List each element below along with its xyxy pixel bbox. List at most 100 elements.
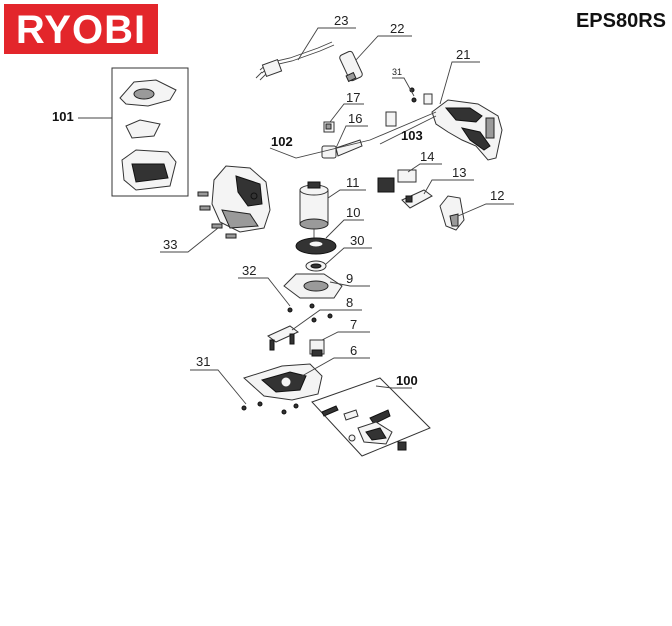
clamp-pin [369,409,391,425]
callout-31-bottom: 31 [196,354,210,369]
callout-10: 10 [346,205,360,220]
part-14-switch [377,169,417,193]
part-32-screws [287,303,333,323]
screw-31-a [241,405,247,411]
callout-17: 17 [346,90,360,105]
part-21-housing-half [431,99,503,161]
part-23-power-cord [255,41,335,81]
part-103-bracket [379,111,437,145]
screw-b [411,97,417,103]
leader-17 [329,103,364,123]
clamp-body-detail [365,427,387,441]
part-31-small-screws-top [409,87,433,105]
screw-32-d [309,303,315,309]
ryobi-logo: RYOBI [4,4,158,54]
part-101-frame [111,67,189,197]
plug-body [261,58,283,78]
callout-102: 102 [271,134,293,149]
callout-103: 103 [401,128,423,143]
clamp-knob [397,441,407,451]
motor-housing-inner [131,163,169,183]
part-9-base-plate [283,273,343,299]
screw-31-c [281,409,287,415]
body-vents [221,209,259,229]
part-7-foot [309,339,325,357]
callout-9: 9 [346,271,353,286]
plug-pin [255,71,263,79]
bracket-wire [379,115,437,145]
leader-14 [407,163,442,173]
motor-terminal [307,181,321,189]
part-30-bearing [305,260,327,272]
leader-23 [297,27,356,61]
screw-33-d [225,233,237,239]
leader-9 [329,281,370,287]
screw-33-a [197,191,209,197]
clamp-arm [335,139,363,157]
pad-center [280,376,292,388]
leader-102 [269,111,437,159]
clamp-spring [343,409,359,421]
leader-31-top [392,77,415,97]
leader-32 [238,277,291,307]
leader-30 [325,247,372,265]
plug-pin-2 [259,73,267,81]
clamp-body [321,145,337,159]
cord-guard-body [339,50,363,82]
actuator-detail [405,195,413,203]
callout-31-top: 31 [392,67,402,77]
part-17-detail [325,123,332,130]
model-number: EPS80RS [575,10,666,32]
part-16-cable-clamp [321,139,363,159]
leader-10 [325,219,364,239]
part-8-bracket [267,325,299,351]
housing-detail-top [444,107,483,123]
leader-12 [457,203,514,217]
motor-bottom [299,218,329,230]
leader-7 [321,331,370,341]
part-12-cover-cap [439,195,465,231]
leader-21 [439,61,480,105]
foot-detail [311,349,323,357]
callout-33: 33 [163,237,177,252]
callout-16: 16 [348,111,362,126]
main-body-housing [211,165,271,233]
callout-14: 14 [420,149,434,164]
bracket-8-leg-a [269,339,275,351]
leader-11 [327,189,366,199]
part-22-cord-guard [339,50,363,83]
callout-101: 101 [52,109,74,124]
callout-13: 13 [452,165,466,180]
screw-32-a [287,307,293,313]
cord-guard-tip [345,71,357,83]
callout-6: 6 [350,343,357,358]
actuator-body [401,189,433,209]
screw-32-b [311,317,317,323]
housing-detail-mid [460,127,491,151]
housing-detail-rib [485,117,495,139]
leader-22 [355,35,412,61]
callout-22: 22 [390,21,404,36]
dust-cover-hole [133,88,155,100]
callout-23: 23 [334,13,348,28]
fan-hub [308,240,324,248]
leader-8 [291,309,362,331]
leader-31-bottom [190,369,247,405]
part-17-switch-part [323,121,335,133]
clamp-lever [321,405,339,417]
screw-32-c [327,313,333,319]
part-101-contents [119,79,177,191]
callout-8: 8 [346,295,353,310]
callout-12: 12 [490,188,504,203]
callout-21: 21 [456,47,470,62]
label-plate [125,119,161,139]
screw-31-d [293,403,299,409]
leader-100 [375,385,412,389]
callout-7: 7 [350,317,357,332]
screw-33-c [211,223,223,229]
leader-16 [335,125,368,149]
part-13-actuator [401,189,433,209]
switch-lever [397,169,417,183]
part-31-screws-bottom [241,401,299,415]
